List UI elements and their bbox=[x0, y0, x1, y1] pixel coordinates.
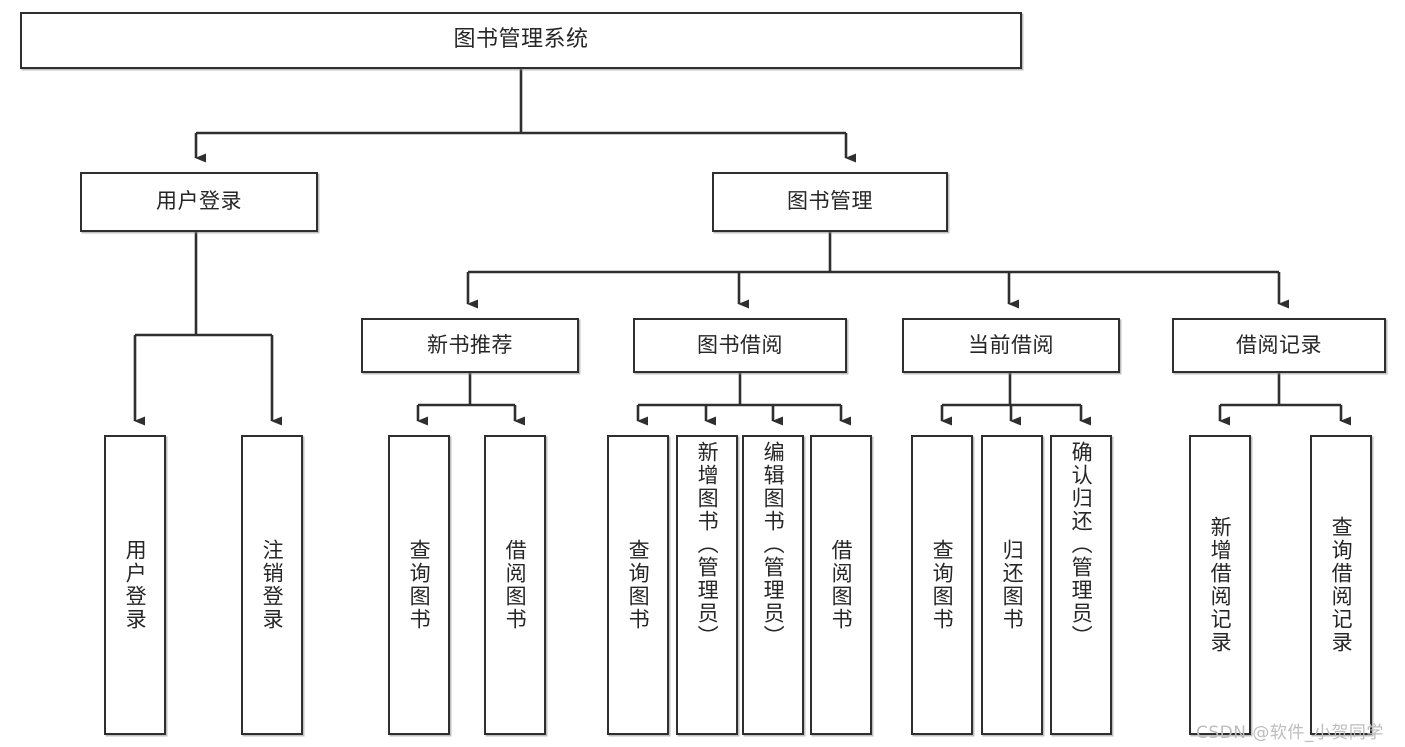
leaf-text-wrap: 查询图书 bbox=[913, 437, 971, 733]
node-label: 新书推荐 bbox=[427, 332, 513, 357]
leaf-text-wrap: 新增图书（管理员） bbox=[678, 437, 736, 737]
leaf-text-wrap: 新增借阅记录 bbox=[1191, 437, 1249, 733]
node-user-login-login[interactable]: 用户登录 bbox=[104, 435, 166, 735]
node-borrow-query-book[interactable]: 查询图书 bbox=[607, 435, 669, 735]
leaf-text-wrap: 查询借阅记录 bbox=[1312, 437, 1370, 733]
node-book-management-system[interactable]: 图书管理系统 bbox=[20, 12, 1022, 69]
node-book-management[interactable]: 图书管理 bbox=[712, 172, 948, 232]
watermark: CSDN @软件_小贺同学 bbox=[1196, 718, 1384, 743]
leaf-text-wrap: 借阅图书 bbox=[486, 437, 544, 733]
node-current-borrow[interactable]: 当前借阅 bbox=[902, 318, 1120, 373]
node-user-login-logout[interactable]: 注销登录 bbox=[241, 435, 303, 735]
leaf-text-wrap: 查询图书 bbox=[390, 437, 448, 733]
node-label: 借阅记录 bbox=[1236, 332, 1322, 357]
node-recommend-query-book[interactable]: 查询图书 bbox=[388, 435, 450, 735]
node-current-confirm-return[interactable]: 确认归还（管理员） bbox=[1050, 435, 1112, 735]
leaf-text-wrap: 注销登录 bbox=[243, 437, 301, 733]
node-current-query-book[interactable]: 查询图书 bbox=[911, 435, 973, 735]
node-borrow-records[interactable]: 借阅记录 bbox=[1172, 318, 1386, 373]
node-current-return-book[interactable]: 归还图书 bbox=[981, 435, 1043, 735]
leaf-text-wrap: 借阅图书 bbox=[812, 437, 870, 733]
node-recommend-borrow-book[interactable]: 借阅图书 bbox=[484, 435, 546, 735]
node-label: 用户登录 bbox=[156, 189, 242, 214]
node-label: 图书管理 bbox=[787, 189, 873, 214]
node-user-login[interactable]: 用户登录 bbox=[80, 172, 318, 232]
node-label: 图书借阅 bbox=[697, 332, 783, 357]
node-label: 当前借阅 bbox=[968, 332, 1054, 357]
node-label: 图书管理系统 bbox=[453, 27, 589, 53]
leaf-text-wrap: 查询图书 bbox=[609, 437, 667, 733]
node-label: 归还图书 bbox=[1000, 539, 1025, 631]
node-label: 编辑图书（管理员） bbox=[761, 441, 786, 648]
node-book-borrow[interactable]: 图书借阅 bbox=[633, 318, 847, 373]
node-label: 查询图书 bbox=[930, 539, 955, 631]
node-borrow-edit-book[interactable]: 编辑图书（管理员） bbox=[742, 435, 804, 735]
node-borrow-borrow-book[interactable]: 借阅图书 bbox=[810, 435, 872, 735]
watermark-text: CSDN @软件_小贺同学 bbox=[1196, 723, 1384, 743]
node-label: 用户登录 bbox=[123, 539, 148, 631]
node-records-query-record[interactable]: 查询借阅记录 bbox=[1310, 435, 1372, 735]
node-label: 查询借阅记录 bbox=[1329, 516, 1354, 654]
leaf-text-wrap: 用户登录 bbox=[106, 437, 164, 733]
leaf-text-wrap: 确认归还（管理员） bbox=[1052, 437, 1110, 737]
node-label: 新增图书（管理员） bbox=[695, 441, 720, 648]
node-label: 确认归还（管理员） bbox=[1069, 441, 1094, 648]
node-records-add-record[interactable]: 新增借阅记录 bbox=[1189, 435, 1251, 735]
node-borrow-add-book[interactable]: 新增图书（管理员） bbox=[676, 435, 738, 735]
node-label: 查询图书 bbox=[626, 539, 651, 631]
node-label: 借阅图书 bbox=[829, 539, 854, 631]
node-label: 新增借阅记录 bbox=[1208, 516, 1233, 654]
node-label: 注销登录 bbox=[260, 539, 285, 631]
node-label: 查询图书 bbox=[407, 539, 432, 631]
leaf-text-wrap: 归还图书 bbox=[983, 437, 1041, 733]
node-new-book-recommend[interactable]: 新书推荐 bbox=[361, 318, 579, 373]
leaf-text-wrap: 编辑图书（管理员） bbox=[744, 437, 802, 737]
node-label: 借阅图书 bbox=[503, 539, 528, 631]
